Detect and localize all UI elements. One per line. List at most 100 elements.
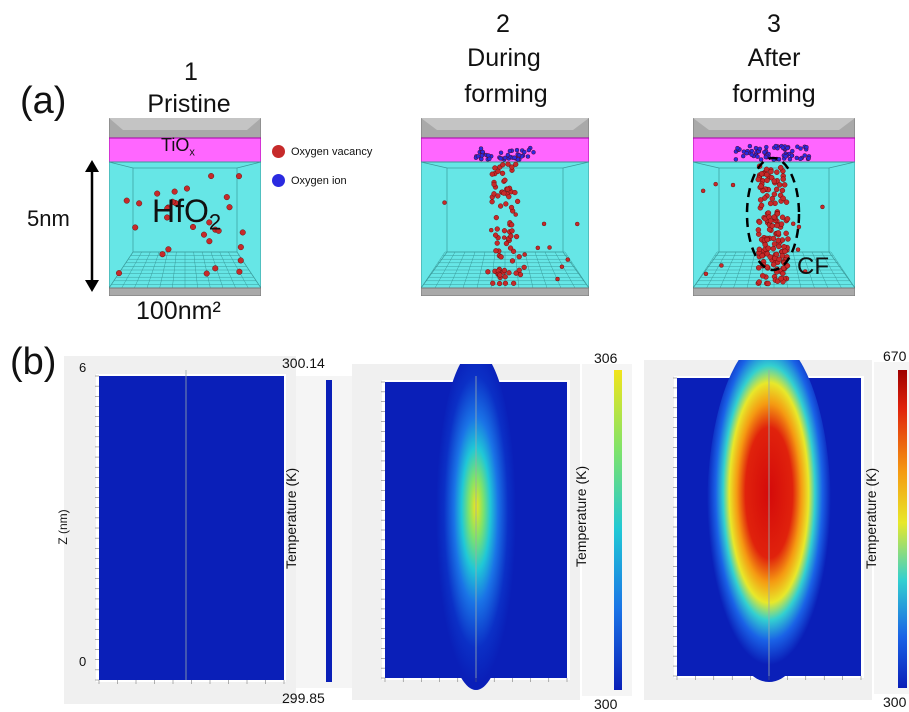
oxygen-vacancy-dot <box>780 270 786 277</box>
oxygen-ion-dot <box>806 156 811 161</box>
oxygen-vacancy-dot <box>765 280 771 287</box>
oxygen-vacancy-dot <box>493 248 499 254</box>
legend-item-ion: Oxygen ion <box>272 174 372 187</box>
panel-b-letter: (b) <box>10 341 57 383</box>
oxygen-vacancy-dot <box>779 187 786 194</box>
oxygen-vacancy-dot <box>489 227 494 233</box>
z-axis-title-wrap: Z (nm) <box>38 509 88 544</box>
oxygen-vacancy-dot <box>236 268 243 275</box>
oxygen-vacancy-dot <box>164 205 171 212</box>
oxygen-vacancy-dot <box>159 251 166 258</box>
oxygen-vacancy-dot <box>773 251 780 258</box>
oxygen-vacancy-dot <box>165 246 172 253</box>
floor-grid-line <box>802 251 815 289</box>
oxygen-vacancy-dot <box>489 171 495 177</box>
stage-3-label-line2: forming <box>732 80 816 108</box>
oxygen-vacancy-dot <box>169 198 176 205</box>
oxygen-vacancy-dot <box>775 230 782 236</box>
oxygen-ion-dot <box>795 144 800 149</box>
stage-3-label: After <box>747 44 801 72</box>
oxygen-vacancy-dot <box>493 215 499 221</box>
oxygen-vacancy-dot <box>779 214 786 220</box>
stage-1-label: Pristine <box>147 90 231 118</box>
oxygen-vacancy-dot <box>510 248 517 254</box>
oxygen-ion-dot <box>525 154 531 159</box>
oxygen-vacancy-dot <box>762 241 768 248</box>
oxygen-vacancy-dot <box>494 240 500 246</box>
legend-item-vacancy: Oxygen vacancy <box>272 145 372 158</box>
oxygen-ion-dot <box>516 152 522 158</box>
particle-legend: Oxygen vacancy Oxygen ion <box>272 145 372 187</box>
oxygen-ion-dot <box>798 156 803 162</box>
oxygen-vacancy-dot <box>485 269 491 275</box>
oxygen-vacancy-dot <box>555 276 560 282</box>
oxygen-vacancy-dot <box>509 258 516 264</box>
oxygen-ion-dot <box>475 154 481 159</box>
oxygen-vacancy-dot <box>791 221 796 226</box>
oxygen-ion-dot <box>479 156 484 162</box>
oxygen-vacancy-dot <box>215 227 222 234</box>
oxygen-vacancy-dot <box>506 194 512 200</box>
oxygen-vacancy-dot <box>771 214 778 220</box>
oxygen-ion-dot <box>479 153 485 158</box>
oxygen-vacancy-dot <box>758 183 764 189</box>
oxygen-ion-dot <box>515 157 521 162</box>
oxygen-vacancy-dot <box>200 231 207 238</box>
floor-grid-line <box>544 251 562 289</box>
oxygen-vacancy-dot <box>502 177 508 183</box>
oxygen-vacancy-dot <box>769 223 776 229</box>
oxygen-vacancy-dot <box>511 280 517 286</box>
oxygen-ion-dot <box>763 154 769 160</box>
colorbar-1-max: 300.14 <box>282 355 325 371</box>
oxygen-vacancy-dot <box>513 161 519 167</box>
oxygen-vacancy-dot <box>503 240 510 247</box>
oxygen-vacancy-dot <box>771 191 778 197</box>
oxygen-vacancy-dot <box>507 245 514 251</box>
oxygen-vacancy-dot <box>783 199 790 205</box>
oxygen-vacancy-dot <box>780 195 786 202</box>
oxygen-vacancy-dot <box>496 280 503 287</box>
oxygen-vacancy-dot <box>759 253 765 259</box>
oxygen-vacancy-dot <box>778 221 785 227</box>
colorbar-pristine <box>296 376 356 688</box>
oxygen-vacancy-dot <box>509 228 515 234</box>
oxygen-vacancy-dot <box>700 188 706 194</box>
oxygen-ion-dot <box>735 145 740 151</box>
oxygen-vacancy-dot <box>803 269 808 274</box>
oxygen-vacancy-dot <box>771 241 778 247</box>
oxygen-vacancy-dot <box>777 164 784 171</box>
floor-grid-line <box>462 251 476 289</box>
oxygen-vacancy-dot <box>760 273 766 279</box>
stage-2-number: 2 <box>496 10 510 38</box>
stage-3-number: 3 <box>767 10 781 38</box>
oxygen-vacancy-dot <box>490 280 496 286</box>
oxygen-vacancy-dot <box>756 219 763 225</box>
oxygen-ion-dot <box>758 157 764 162</box>
oxygen-ion-dot <box>753 145 759 151</box>
oxygen-vacancy-dot <box>767 200 774 207</box>
oxygen-vacancy-dot <box>237 257 244 264</box>
oxygen-vacancy-dot <box>497 272 503 278</box>
oxygen-vacancy-dot <box>206 219 213 226</box>
oxygen-vacancy-dot <box>495 193 501 199</box>
floor-grid-line <box>121 251 142 289</box>
oxygen-vacancy-dot <box>521 264 527 270</box>
oxygen-ion-dot <box>783 154 788 159</box>
colorbar-3-strip <box>898 370 907 688</box>
z-axis-bottom: 0 <box>79 654 87 669</box>
floor-grid-line <box>792 251 802 289</box>
legend-label-vacancy: Oxygen vacancy <box>291 145 373 158</box>
oxygen-vacancy-dot <box>164 214 171 221</box>
oxygen-ion-dot <box>741 153 746 159</box>
floor-grid-line <box>108 251 134 289</box>
oxygen-ion-dot <box>749 152 754 157</box>
oxygen-ion-dot <box>487 156 492 162</box>
oxygen-vacancy-dot <box>171 188 178 195</box>
oxygen-vacancy-dot <box>502 235 507 240</box>
oxygen-vacancy-dot <box>136 200 143 207</box>
oxygen-vacancy-dot <box>494 226 500 232</box>
oxygen-vacancy-dot <box>522 252 527 257</box>
oxygen-vacancy-dot <box>785 236 791 242</box>
oxygen-vacancy-dot <box>730 182 736 188</box>
oxygen-vacancy-dot <box>781 244 787 250</box>
